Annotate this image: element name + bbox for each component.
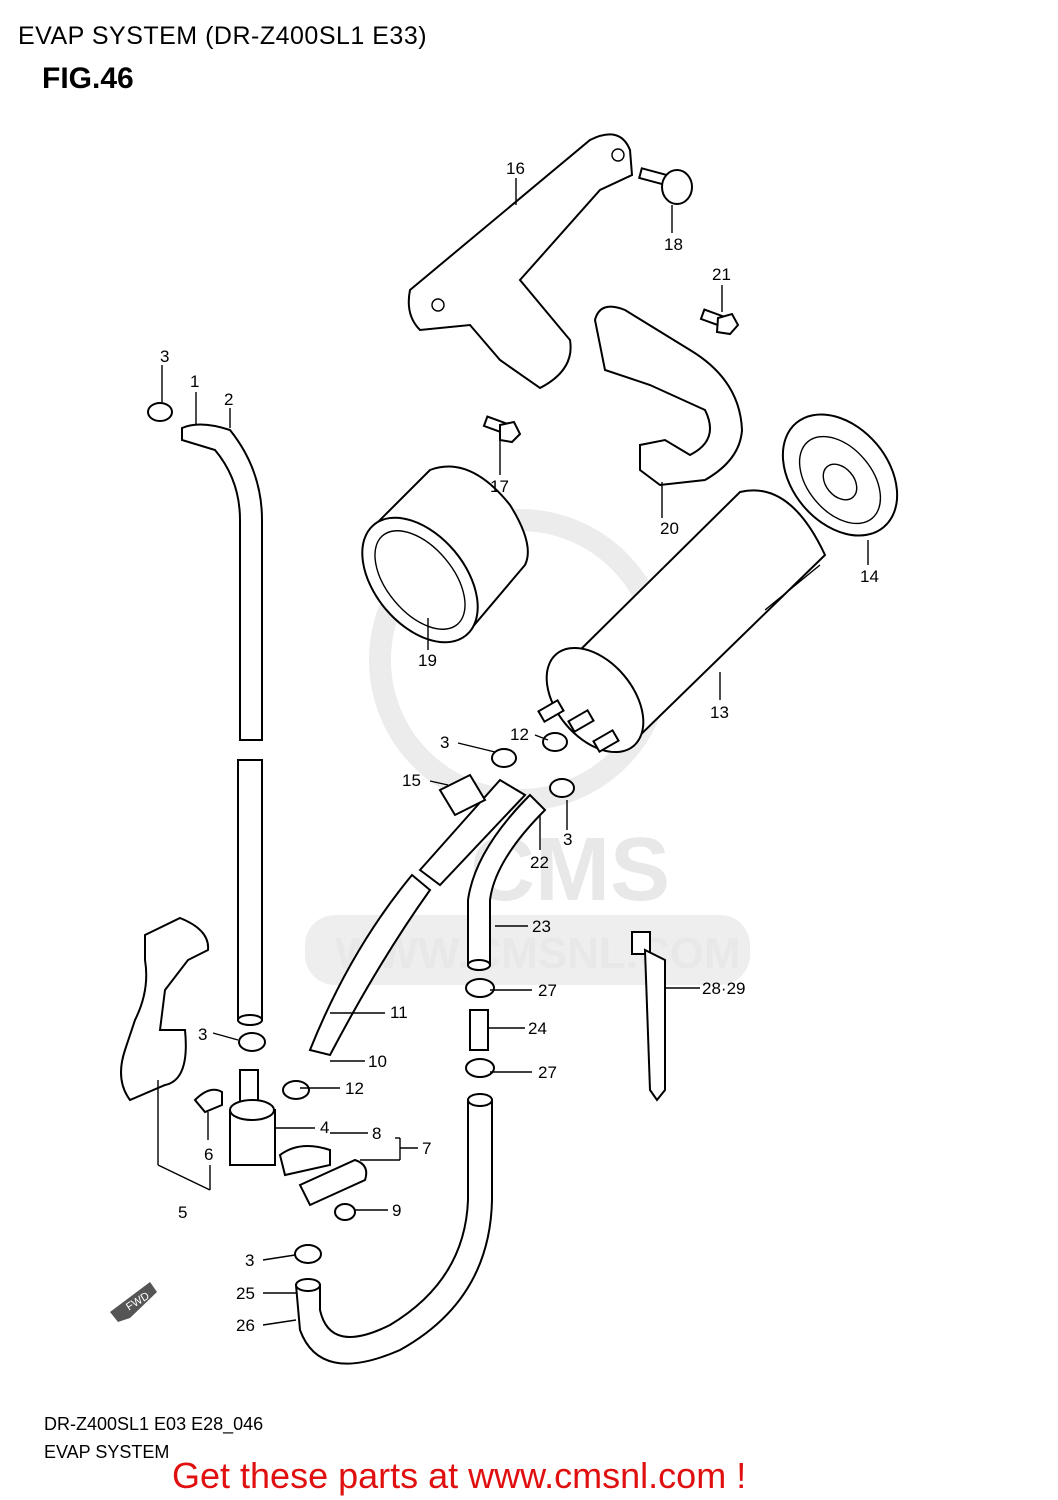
callout-3: 3 <box>563 830 572 849</box>
callout-28-29: 28·29 <box>702 979 745 998</box>
bolt-21 <box>699 308 740 336</box>
callout-19: 19 <box>418 651 437 670</box>
bolt-18 <box>637 167 693 205</box>
callout-23: 23 <box>532 917 551 936</box>
callout-20: 20 <box>660 519 679 538</box>
callout-numbers: 1 2 3 16 18 21 17 20 14 19 13 3 12 15 3 … <box>160 159 879 1335</box>
hose-11 <box>308 873 432 1057</box>
hose-26 <box>294 1099 493 1365</box>
callout-21: 21 <box>712 265 731 284</box>
callout-1: 1 <box>190 372 199 391</box>
bolt-17 <box>482 415 522 444</box>
hose-1 <box>181 423 263 1026</box>
callout-8: 8 <box>372 1124 381 1143</box>
clamp-27-low <box>465 1058 495 1078</box>
diagram-code: DR-Z400SL1 E03 E28_046 <box>44 1414 264 1434</box>
fwd-arrow-icon: FWD <box>110 1282 157 1322</box>
page-title: EVAP SYSTEM (DR-Z400SL1 E33) <box>18 22 428 50</box>
hose-segment <box>418 778 527 887</box>
callout-6: 6 <box>204 1145 213 1164</box>
callout-26: 26 <box>236 1316 255 1335</box>
valve-4 <box>229 1069 276 1166</box>
connector-24 <box>469 1009 489 1051</box>
callout-17: 17 <box>490 477 509 496</box>
callout-25: 25 <box>236 1284 255 1303</box>
clamp-3-top <box>147 402 173 422</box>
callout-24: 24 <box>528 1019 547 1038</box>
callout-3: 3 <box>198 1025 207 1044</box>
clamp-12-top <box>542 732 568 752</box>
leader-lines <box>157 178 869 1326</box>
callout-3: 3 <box>245 1251 254 1270</box>
holder-6 <box>193 1088 223 1114</box>
callout-5: 5 <box>178 1203 187 1222</box>
clamp-3-bottom <box>294 1244 322 1264</box>
clamp-3-right <box>549 778 575 798</box>
bracket-16 <box>407 133 634 390</box>
callout-16: 16 <box>506 159 525 178</box>
callout-10: 10 <box>368 1052 387 1071</box>
clamp-3-mid <box>491 748 517 768</box>
callout-27: 27 <box>538 981 557 1000</box>
diagram-name: EVAP SYSTEM <box>44 1442 170 1462</box>
callout-14: 14 <box>860 567 879 586</box>
watermark-url: WWW.CMSNL.COM <box>335 929 741 978</box>
hose-22-23 <box>467 793 547 966</box>
callout-2: 2 <box>224 390 233 409</box>
holder-8 <box>278 1145 331 1177</box>
callout-27: 27 <box>538 1063 557 1082</box>
callout-4: 4 <box>320 1118 329 1137</box>
cta-link[interactable]: Get these parts at www.cmsnl.com ! <box>172 1455 747 1496</box>
cable-tie-28-29 <box>631 931 666 1102</box>
hose-15 <box>438 773 487 817</box>
callout-12: 12 <box>345 1079 364 1098</box>
canister-13 <box>537 489 827 754</box>
clamp-12-low <box>282 1080 310 1100</box>
bolt-9 <box>334 1203 356 1221</box>
holder-7 <box>298 1158 368 1207</box>
bracket-5 <box>120 916 210 1102</box>
clamp-27-top <box>465 978 495 998</box>
clamp-3-low <box>238 1032 266 1052</box>
canister-cap-14 <box>781 413 899 537</box>
bracket-20 <box>593 305 744 487</box>
callout-9: 9 <box>392 1201 401 1220</box>
canister-cap-19 <box>361 465 529 644</box>
callout-22: 22 <box>530 853 549 872</box>
callout-3: 3 <box>160 347 169 366</box>
figure-number: FIG.46 <box>42 62 134 95</box>
callout-18: 18 <box>664 235 683 254</box>
callout-15: 15 <box>402 771 421 790</box>
callout-3: 3 <box>440 733 449 752</box>
callout-13: 13 <box>710 703 729 722</box>
callout-12: 12 <box>510 725 529 744</box>
callout-7: 7 <box>422 1139 431 1158</box>
callout-11: 11 <box>390 1003 408 1022</box>
